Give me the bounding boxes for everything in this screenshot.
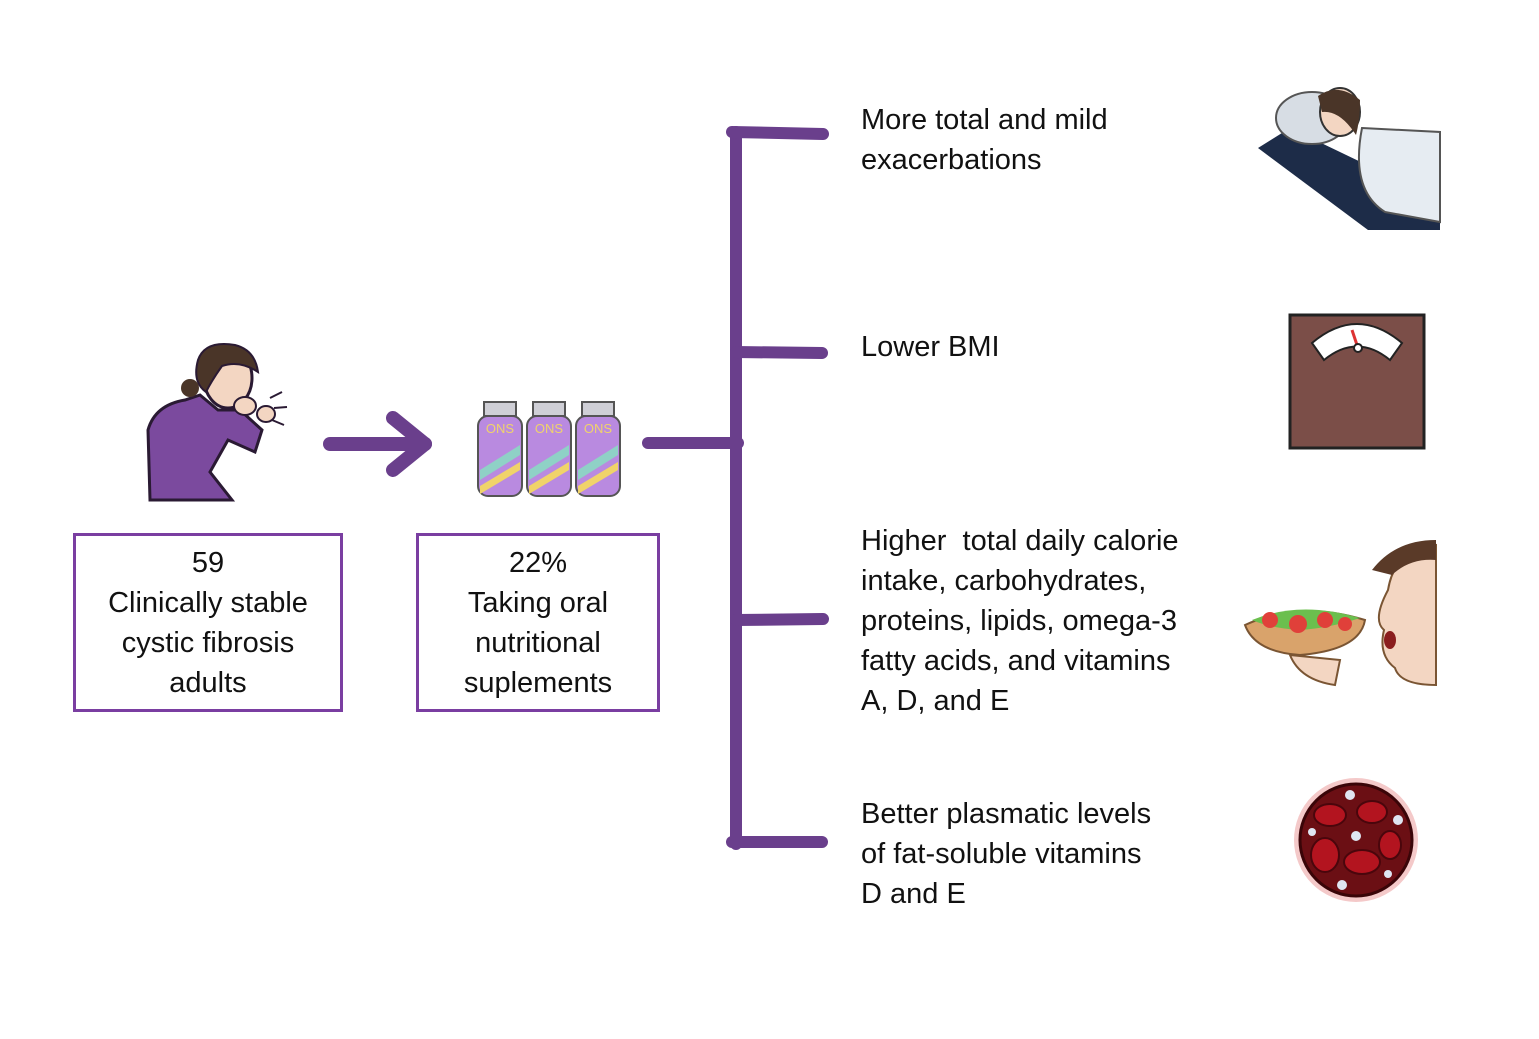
- population-box: 59 Clinically stable cystic fibrosis adu…: [73, 533, 343, 712]
- supplements-line-2: nutritional: [475, 626, 601, 659]
- outcome-vitamin-levels: Better plasmatic levels of fat-soluble v…: [861, 794, 1151, 914]
- outcome-line: proteins, lipids, omega-3: [861, 605, 1177, 637]
- outcome-calorie-intake: Higher total daily calorie intake, carbo…: [861, 521, 1179, 721]
- supplements-box: 22% Taking oral nutritional suplements: [416, 533, 660, 712]
- population-line-3: adults: [169, 666, 247, 699]
- outcome-line: More total and mild: [861, 104, 1108, 136]
- supplements-line-1: Taking oral: [467, 586, 609, 619]
- sick-in-bed-icon: [1258, 87, 1441, 230]
- outcome-exacerbations: More total and mild exacerbations: [861, 100, 1108, 180]
- bottle-label: ONS: [486, 421, 515, 436]
- arrow-right-icon: [323, 411, 432, 477]
- outcome-line: intake, carbohydrates,: [861, 565, 1147, 597]
- outcome-line: exacerbations: [861, 144, 1042, 176]
- outcome-line: Better plasmatic levels: [861, 798, 1152, 830]
- person-eating-icon: [1243, 540, 1437, 687]
- bottle-label: ONS: [535, 421, 564, 436]
- population-line-1: Clinically stable: [108, 586, 308, 619]
- weight-scale-icon: [1288, 313, 1426, 450]
- population-count: 59: [191, 546, 225, 579]
- outcome-line: of fat-soluble vitamins: [861, 838, 1142, 870]
- supplements-percent: 22%: [508, 546, 568, 579]
- blood-cells-icon: [1294, 778, 1418, 902]
- outcome-line: A, D, and E: [861, 685, 1010, 717]
- outcome-line: D and E: [861, 878, 966, 910]
- outcome-bracket: [642, 126, 829, 850]
- supplement-bottles-icon: ONS ONS ONS: [477, 401, 621, 497]
- population-line-2: cystic fibrosis: [121, 626, 295, 659]
- outcome-line: Higher total daily calorie: [861, 525, 1179, 557]
- outcome-line: Lower BMI: [861, 331, 1000, 363]
- coughing-woman-icon: [146, 343, 288, 502]
- bottle-label: ONS: [584, 421, 613, 436]
- supplements-line-3: suplements: [463, 666, 613, 699]
- outcome-bmi: Lower BMI: [861, 327, 1000, 367]
- outcome-line: fatty acids, and vitamins: [861, 645, 1171, 677]
